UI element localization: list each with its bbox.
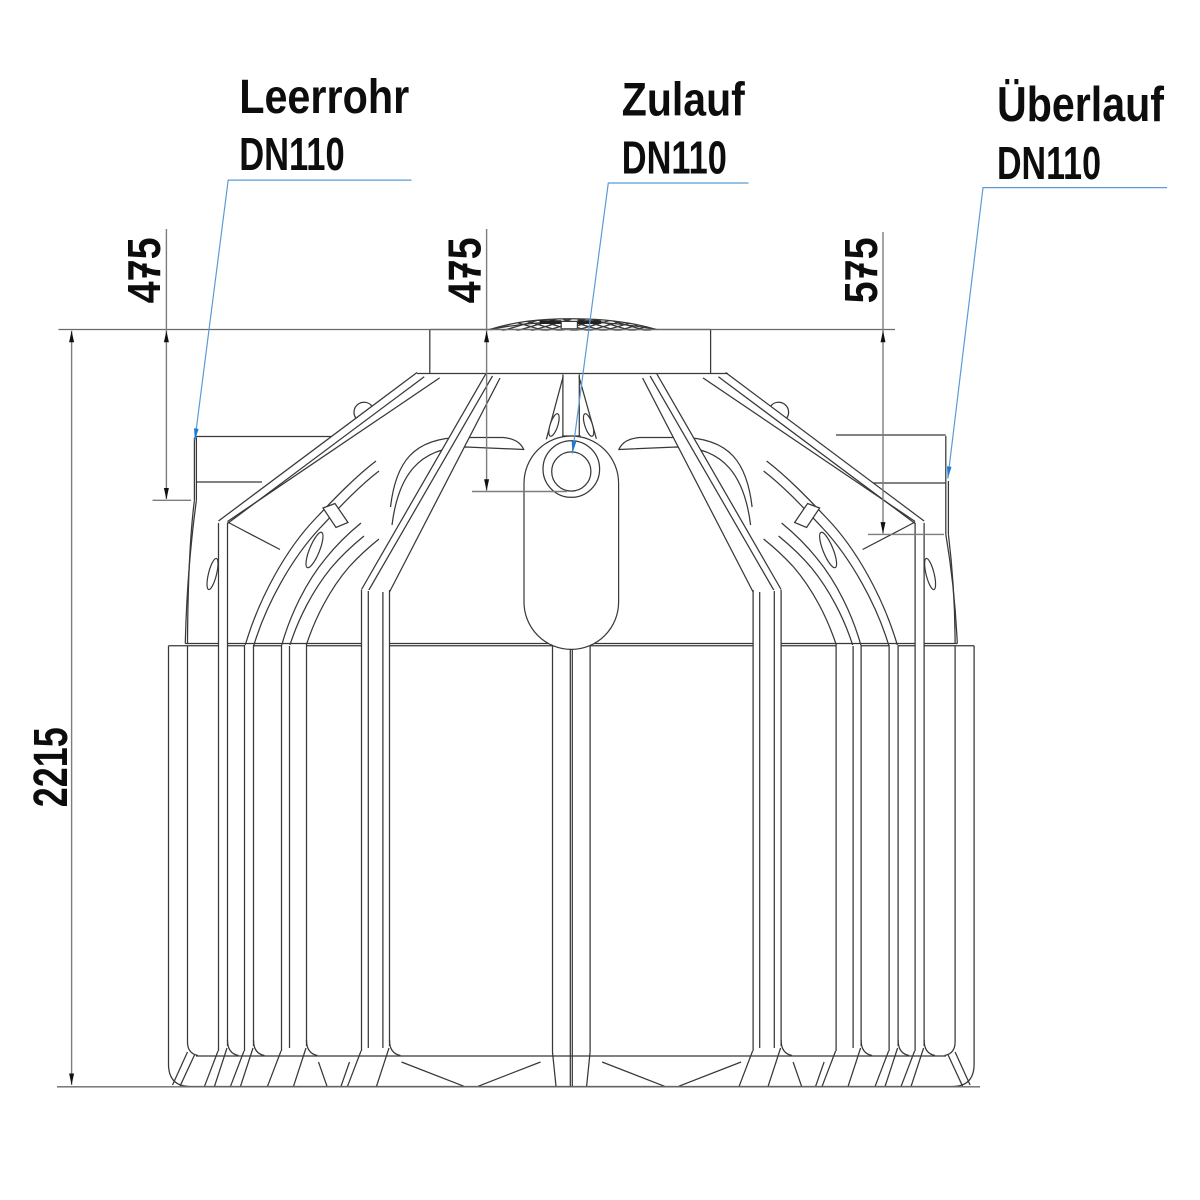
svg-text:Zulauf: Zulauf [622, 73, 745, 126]
svg-text:Überlauf: Überlauf [997, 78, 1165, 132]
svg-text:DN110: DN110 [239, 128, 345, 180]
svg-text:Leerrohr: Leerrohr [239, 71, 409, 124]
svg-text:DN110: DN110 [622, 131, 727, 183]
svg-text:DN110: DN110 [997, 137, 1101, 189]
svg-text:2215: 2215 [25, 727, 78, 807]
